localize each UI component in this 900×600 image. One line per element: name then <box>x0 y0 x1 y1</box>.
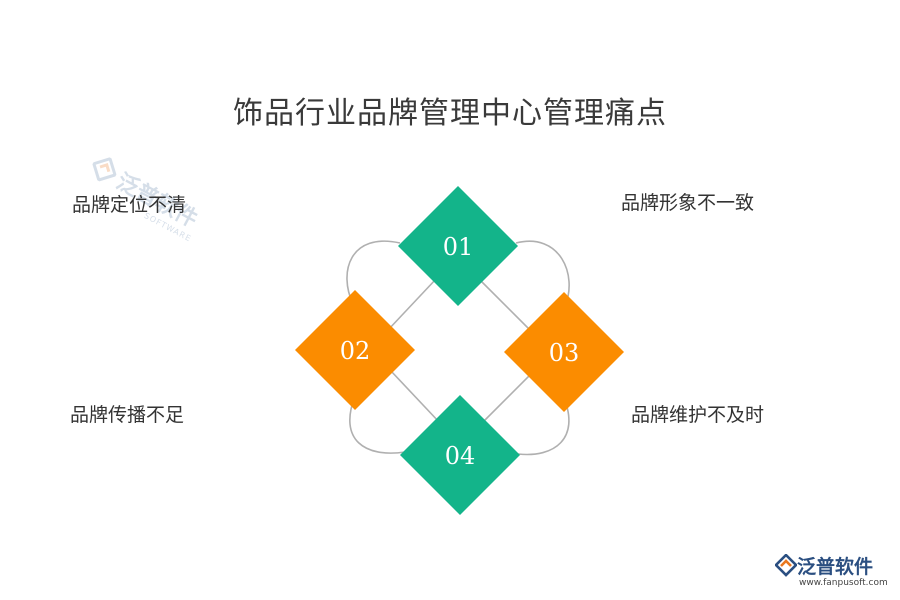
arc-03-04 <box>517 397 570 456</box>
page-title: 饰品行业品牌管理中心管理痛点 <box>233 96 667 131</box>
pain-point-label-01: 品牌定位不清 <box>72 194 187 216</box>
connector-03-04 <box>479 371 534 426</box>
arc-02-04 <box>349 395 406 454</box>
fanpu-logo-icon <box>775 554 797 577</box>
fanpu-logo-icon <box>91 156 117 182</box>
diamond-number-01: 01 <box>443 233 474 261</box>
brand-url: www.fanpusoft.com <box>799 578 888 588</box>
arc-01-03 <box>515 240 570 307</box>
diamond-02: 02 <box>295 290 415 410</box>
pain-point-label-03: 品牌形象不一致 <box>621 192 755 214</box>
pain-point-label-04: 品牌维护不及时 <box>631 404 765 426</box>
watermark: 泛普软件 SOFTWARE <box>81 150 208 244</box>
connector-lines <box>346 240 570 456</box>
connector-01-03 <box>478 278 534 334</box>
brand-name: 泛普软件 <box>797 556 874 578</box>
diamond-number-02: 02 <box>340 337 371 365</box>
diamond-03: 03 <box>504 292 624 412</box>
connector-02-04 <box>390 370 441 424</box>
pain-point-label-02: 品牌传播不足 <box>70 404 185 426</box>
diamond-01: 01 <box>398 186 518 306</box>
connector-01-02 <box>387 278 437 331</box>
arc-01-02 <box>346 240 401 305</box>
diamond-number-03: 03 <box>549 339 580 367</box>
diamond-number-04: 04 <box>445 442 476 470</box>
diamond-04: 04 <box>400 395 520 515</box>
